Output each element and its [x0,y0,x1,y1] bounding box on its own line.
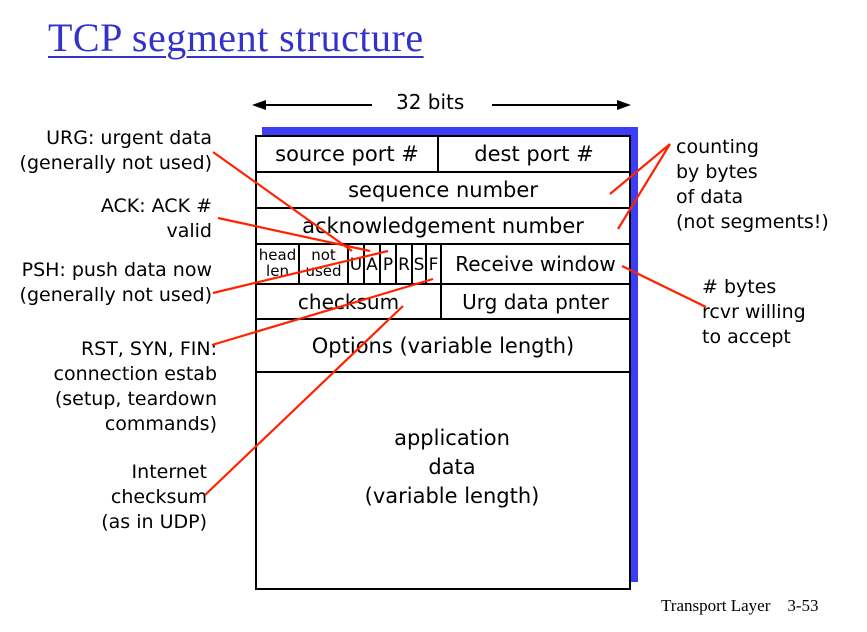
annotation-counting-line-4: (not segments!) [676,211,829,233]
annotation-rst-line-2: connection estab [53,363,217,385]
column-divider [440,243,442,319]
annotation-checksum-line-1: Internet [131,461,207,483]
row-divider [255,171,631,173]
footer-page-number: 3-53 [787,596,819,615]
row-divider [255,371,631,373]
footer-section: Transport Layer [661,596,771,615]
field-ack-number: acknowledgement number [302,214,584,238]
field-receive-window: Receive window [455,252,616,276]
not-used-line-1: not [311,246,336,264]
flag-urg: U [349,255,363,275]
field-checksum: checksum [297,289,400,314]
annotation-rst-line-1: RST, SYN, FIN: [80,338,217,360]
annotation-counting-line-1: counting [676,136,759,158]
annotation-ack: ACK: ACK # valid [101,194,212,244]
row-divider [255,207,631,209]
annotation-ack-line-1: ACK: ACK # [100,195,212,217]
field-urg-pointer: Urg data pnter [462,289,609,314]
not-used-line-2: used [305,262,342,280]
flag-syn: S [413,255,425,275]
app-data-line-2: data [428,455,476,479]
slide-footer: Transport Layer 3-53 [661,596,819,616]
annotation-window: # bytes rcvr willing to accept [702,275,806,350]
annotation-urg: URG: urgent data (generally not used) [20,126,212,176]
annotation-checksum: Internet checksum (as in UDP) [101,460,207,535]
column-divider [395,243,397,283]
app-data-line-1: application [394,426,510,450]
annotation-urg-line-2: (generally not used) [19,152,212,174]
annotation-window-line-1: # bytes [702,276,777,298]
column-divider [437,135,439,172]
annotation-ack-line-2: valid [166,220,212,242]
annotation-counting-line-2: by bytes [676,161,758,183]
row-divider [255,243,631,245]
field-sequence-number: sequence number [348,178,538,202]
head-len-line-1: head [258,246,297,264]
annotation-psh-line-2: (generally not used) [19,284,212,306]
app-data-line-3: (variable length) [364,484,540,508]
field-options: Options (variable length) [311,333,575,358]
flag-ack: A [366,255,378,275]
column-divider [425,243,427,283]
row-divider [255,318,631,320]
flag-psh: P [382,255,394,275]
field-dest-port: dest port # [474,142,594,166]
annotation-psh-line-1: PSH: push data now [21,259,212,281]
field-application-data: application data (variable length) [257,424,647,511]
column-divider [411,243,413,283]
annotation-psh: PSH: push data now (generally not used) [20,258,212,308]
annotation-counting: counting by bytes of data (not segments!… [676,135,829,235]
annotation-checksum-line-3: (as in UDP) [101,511,207,533]
annotation-rst-line-3: (setup, teardown [54,388,217,410]
field-source-port: source port # [275,142,419,166]
field-not-used: not used [300,247,347,279]
annotation-urg-line-1: URG: urgent data [46,127,212,149]
annotation-rst-line-4: commands) [104,413,217,435]
annotation-rst-syn-fin: RST, SYN, FIN: connection estab (setup, … [54,337,217,437]
row-divider [255,283,631,285]
head-len-line-2: len [266,262,289,280]
annotation-window-line-2: rcvr willing [702,301,806,323]
field-head-len: head len [257,247,298,279]
flag-fin: F [428,255,439,275]
annotation-window-line-3: to accept [702,326,791,348]
slide-title: TCP segment structure [48,15,424,60]
bits-label: 32 bits [396,90,465,114]
flag-rst: R [398,255,410,275]
annotation-checksum-line-2: checksum [110,486,207,508]
annotation-counting-line-3: of data [676,186,744,208]
